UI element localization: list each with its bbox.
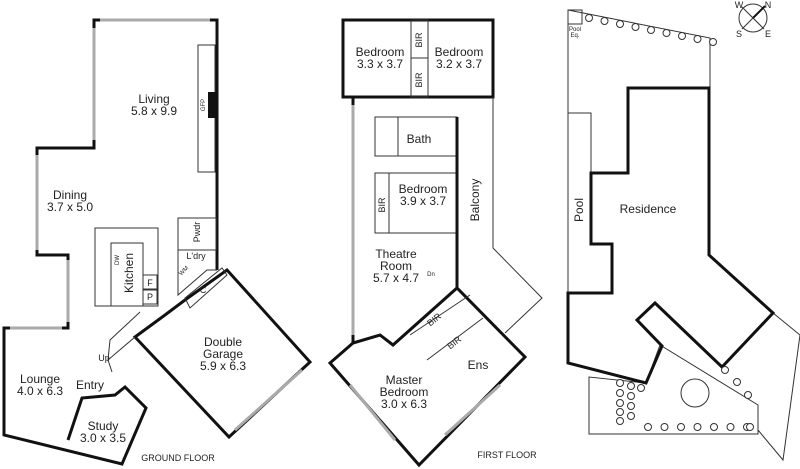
svg-text:3.9 x 3.7: 3.9 x 3.7	[400, 194, 446, 208]
shrub-icon	[616, 408, 624, 416]
shrub-icon	[726, 423, 735, 431]
room-label-bath: Bath	[407, 132, 432, 146]
shrub-icon	[710, 423, 718, 431]
room-label-living: Living	[138, 92, 169, 106]
svg-text:3.3 x 3.7: 3.3 x 3.7	[357, 57, 403, 71]
svg-text:Dn: Dn	[427, 272, 435, 278]
pool-label: Pool	[572, 198, 586, 222]
room-label-theatre: Theatre	[375, 247, 417, 261]
shrub-icon	[678, 32, 686, 40]
residence-outline	[566, 86, 776, 385]
ground-floor-plan: Living 5.8 x 9.9 Dining 3.7 x 5.0 Kitche…	[2, 18, 313, 466]
room-label-kitchen: Kitchen	[122, 253, 136, 293]
svg-text:DW: DW	[115, 255, 121, 265]
shrub-icon	[585, 14, 593, 22]
room-label-ensuite: Ens	[468, 358, 489, 372]
room-label-bedroom-1: Bedroom	[356, 45, 405, 59]
svg-text:F: F	[147, 278, 153, 288]
shrub-icon	[709, 38, 717, 46]
svg-text:L'dry: L'dry	[186, 251, 206, 261]
room-label-entry: Entry	[76, 378, 104, 392]
svg-text:S: S	[736, 29, 742, 39]
room-label-master-bedroom: Master	[386, 373, 423, 387]
svg-text:N: N	[765, 0, 772, 10]
room-label-balcony: Balcony	[468, 179, 482, 222]
svg-text:WM: WM	[178, 265, 190, 277]
residence-label: Residence	[620, 202, 677, 216]
shrub-icon	[600, 17, 609, 25]
shrub-icon	[721, 366, 729, 374]
shrub-icon	[746, 423, 754, 431]
svg-text:5.8 x 9.9: 5.8 x 9.9	[131, 104, 177, 118]
shrub-icon	[733, 378, 741, 386]
shrub-icon	[744, 391, 752, 399]
svg-text:3.2 x 3.7: 3.2 x 3.7	[436, 57, 482, 71]
shrub-icon	[662, 29, 671, 37]
svg-text:3.7 x 5.0: 3.7 x 5.0	[47, 200, 93, 214]
shrub-icon	[616, 389, 624, 397]
shrub-icon	[693, 35, 702, 43]
shrub-icon	[677, 423, 685, 431]
shrub-icon	[616, 20, 624, 28]
shrub-icon	[616, 379, 624, 387]
ground-floor-caption: GROUND FLOOR	[141, 453, 215, 463]
shrub-icon	[627, 392, 635, 400]
svg-text:Up: Up	[98, 353, 110, 363]
svg-text:Eq.: Eq.	[570, 33, 579, 39]
svg-text:BIR: BIR	[445, 334, 463, 351]
svg-text:5.7 x 4.7: 5.7 x 4.7	[373, 271, 419, 285]
room-label-lounge: Lounge	[20, 372, 60, 386]
svg-text:Room: Room	[380, 259, 412, 273]
svg-text:W: W	[735, 0, 744, 10]
shrub-icon	[627, 402, 635, 410]
room-label-dining: Dining	[53, 188, 87, 202]
shrub-icon	[627, 412, 635, 420]
shrub-icon	[644, 423, 652, 431]
master-bedroom-walls	[327, 285, 528, 468]
svg-text:BIR: BIR	[414, 32, 424, 48]
trees	[585, 14, 754, 431]
svg-text:E: E	[765, 29, 771, 39]
room-label-study: Study	[88, 419, 119, 433]
site-plan: Residence Pool Pool Eq. W N S E	[566, 0, 800, 462]
svg-text:4.0 x 6.3: 4.0 x 6.3	[17, 384, 63, 398]
room-label-garage: Double	[204, 335, 242, 349]
svg-text:BIR: BIR	[414, 72, 424, 88]
shrub-icon	[637, 384, 645, 392]
shrub-icon	[693, 423, 702, 431]
svg-text:BIR: BIR	[377, 197, 387, 213]
shrub-icon	[631, 23, 640, 31]
first-floor-caption: FIRST FLOOR	[477, 450, 537, 460]
first-floor-plan: Bedroom 3.3 x 3.7 Bedroom 3.2 x 3.7 Bath…	[327, 18, 543, 468]
svg-text:3.0 x 3.5: 3.0 x 3.5	[80, 431, 126, 445]
svg-text:Garage: Garage	[203, 347, 243, 361]
room-label-bedroom-2: Bedroom	[435, 45, 484, 59]
svg-text:3.0 x 6.3: 3.0 x 6.3	[381, 397, 427, 411]
svg-text:5.9 x 6.3: 5.9 x 6.3	[200, 359, 246, 373]
large-tree	[680, 378, 710, 408]
shrub-icon	[647, 26, 655, 34]
svg-text:GFP: GFP	[201, 99, 207, 111]
svg-text:P: P	[147, 292, 153, 302]
svg-text:Bedroom: Bedroom	[380, 385, 429, 399]
shrub-icon	[616, 399, 624, 407]
shrub-icon	[616, 417, 624, 425]
svg-text:Pool: Pool	[569, 27, 581, 33]
room-label-bedroom-3: Bedroom	[399, 182, 448, 196]
site-boundary	[567, 9, 711, 363]
svg-text:Pwdr: Pwdr	[192, 222, 202, 243]
shrub-icon	[627, 382, 635, 390]
svg-text:C: C	[200, 285, 207, 295]
compass-icon: W N S E	[735, 0, 772, 39]
shrub-icon	[660, 423, 669, 431]
